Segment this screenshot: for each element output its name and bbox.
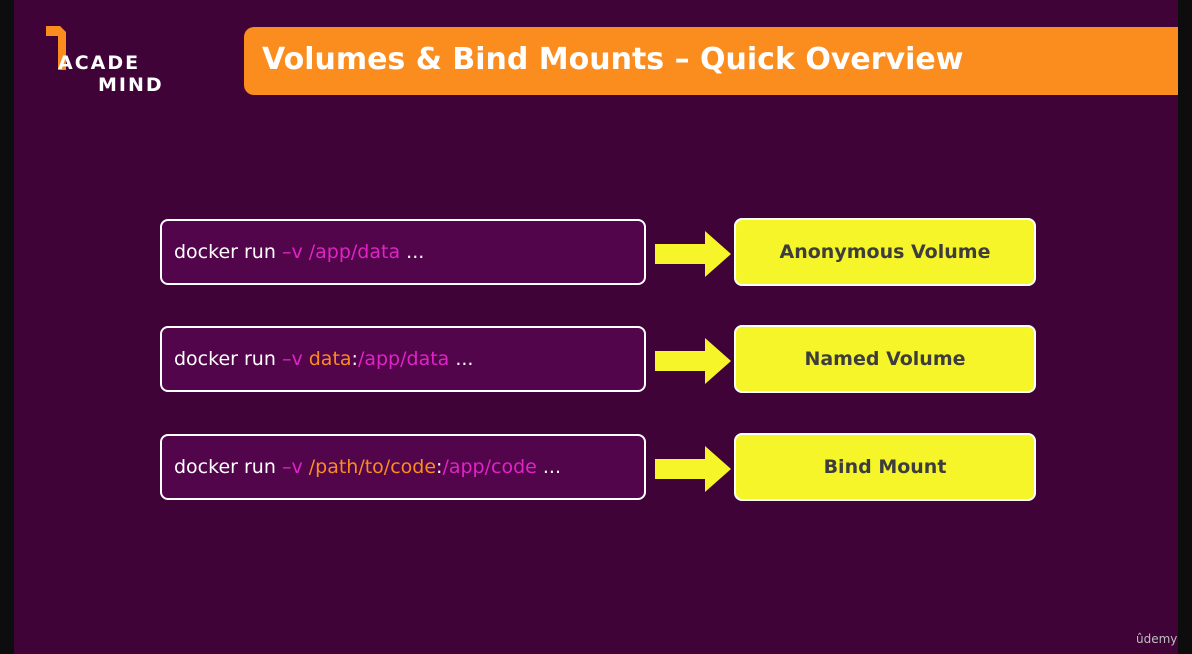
command-flag: –v — [281, 241, 309, 263]
command-text: docker run –v data:/app/data ... — [174, 348, 473, 370]
command-text: docker run –v /app/data ... — [174, 241, 424, 263]
command-suffix: ... — [536, 456, 561, 478]
result-label: Named Volume — [804, 348, 966, 370]
path-separator: : — [351, 348, 358, 370]
udemy-watermark: ûdemy — [1136, 632, 1178, 646]
container-path: /app/data — [308, 241, 401, 263]
command-box-named: docker run –v data:/app/data ... — [160, 326, 646, 392]
command-flag: –v — [281, 348, 309, 370]
logo-text-line2: MIND — [98, 74, 164, 96]
container-path: /app/code — [442, 456, 537, 478]
result-box-named-volume: Named Volume — [734, 325, 1036, 393]
command-prefix: docker run — [174, 456, 282, 478]
command-prefix: docker run — [174, 348, 282, 370]
path-separator: : — [436, 456, 443, 478]
slide: ACADE MIND Volumes & Bind Mounts – Quick… — [14, 0, 1178, 654]
command-text: docker run –v /path/to/code:/app/code ..… — [174, 456, 561, 478]
arrow-right-icon — [655, 446, 731, 492]
arrow-right-icon — [655, 231, 731, 277]
volume-name: data — [308, 348, 352, 370]
command-suffix: ... — [449, 348, 474, 370]
result-label: Bind Mount — [823, 456, 947, 478]
command-box-anonymous: docker run –v /app/data ... — [160, 219, 646, 285]
title-bar: Volumes & Bind Mounts – Quick Overview — [244, 27, 1178, 95]
slide-title: Volumes & Bind Mounts – Quick Overview — [262, 42, 964, 77]
arrow-right-icon — [655, 338, 731, 384]
command-prefix: docker run — [174, 241, 282, 263]
result-label: Anonymous Volume — [779, 241, 991, 263]
command-flag: –v — [281, 456, 309, 478]
academind-logo: ACADE MIND — [46, 26, 166, 96]
command-box-bind: docker run –v /path/to/code:/app/code ..… — [160, 434, 646, 500]
container-path: /app/data — [357, 348, 450, 370]
host-path: /path/to/code — [308, 456, 437, 478]
result-box-anonymous-volume: Anonymous Volume — [734, 218, 1036, 286]
logo-mark-icon — [46, 26, 66, 70]
command-suffix: ... — [400, 241, 425, 263]
result-box-bind-mount: Bind Mount — [734, 433, 1036, 501]
logo-text-line1: ACADE — [58, 52, 141, 74]
